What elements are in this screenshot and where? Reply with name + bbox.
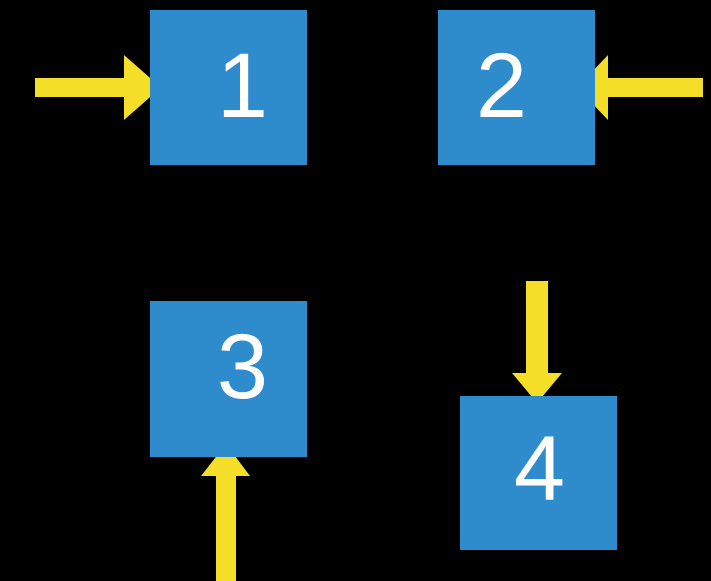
node-box-3[interactable]: 3 — [150, 301, 307, 457]
arrow-into-node-1[interactable] — [35, 55, 161, 120]
node-label-3: 3 — [216, 316, 269, 418]
arrow-into-node-3[interactable] — [201, 444, 250, 581]
node-label-1: 1 — [216, 34, 269, 137]
node-label-2: 2 — [475, 34, 528, 137]
node-box-4[interactable]: 4 — [460, 396, 617, 550]
node-label-4: 4 — [513, 418, 566, 520]
arrow-into-node-2[interactable] — [577, 55, 703, 120]
node-box-2[interactable]: 2 — [438, 10, 595, 165]
arrow-into-node-4[interactable] — [512, 281, 562, 403]
node-box-1[interactable]: 1 — [150, 10, 307, 165]
